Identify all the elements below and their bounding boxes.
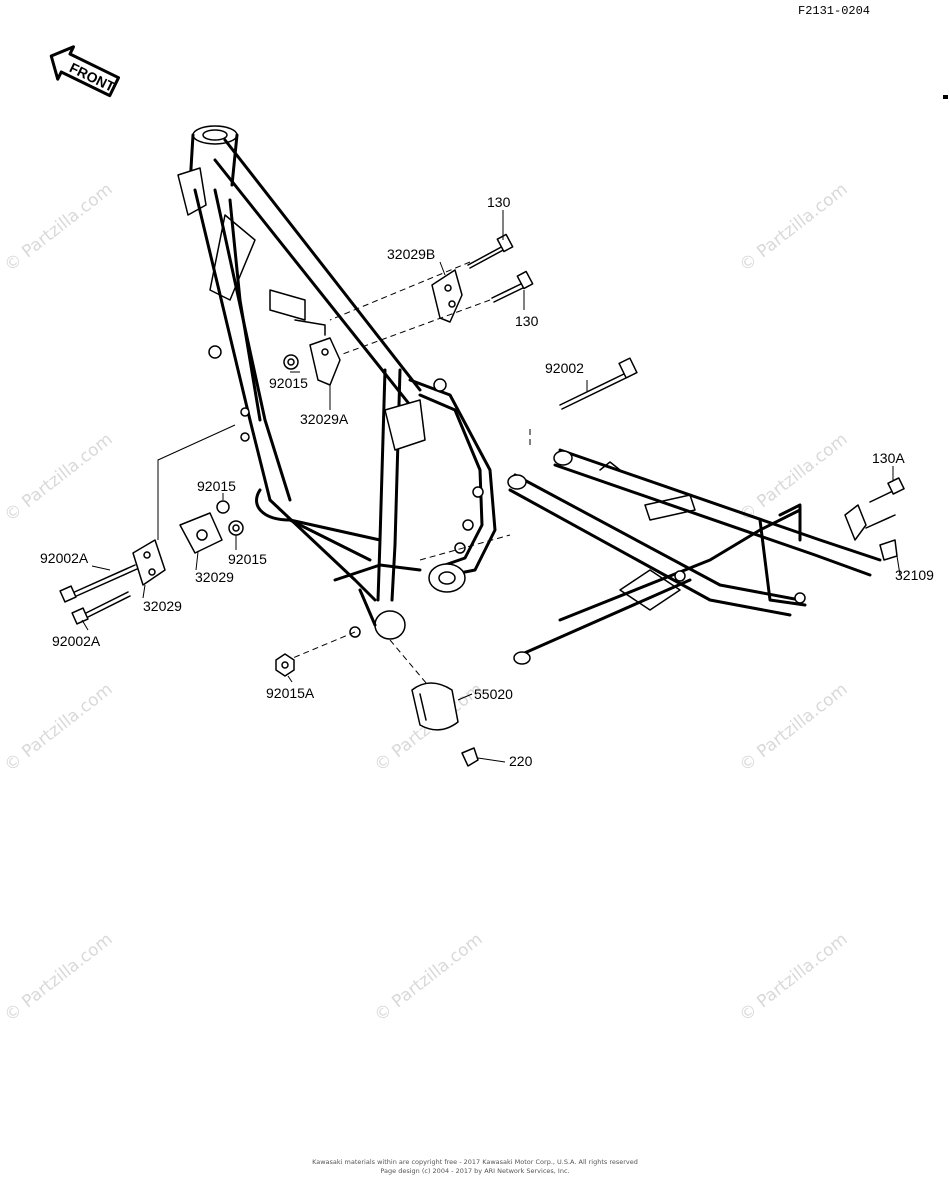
watermark: © Partzilla.com (1, 679, 117, 776)
part-label-130A[interactable]: 130A (872, 450, 905, 466)
part-label-32029B[interactable]: 32029B (387, 246, 435, 262)
guide-line (389, 639, 433, 691)
part-label-32029-b[interactable]: 32029 (143, 598, 182, 614)
bolt-92002-icon (559, 357, 638, 410)
part-label-92015-a[interactable]: 92015 (197, 478, 236, 494)
part-label-130-top[interactable]: 130 (487, 194, 511, 210)
bolt-130A-icon (869, 477, 905, 503)
nut-92015-a-icon (216, 500, 230, 514)
footer-page-design: Page design (c) 2004 - 2017 by ARI Netwo… (380, 1167, 569, 1175)
watermark: © Partzilla.com (736, 429, 852, 526)
front-mount-plate-32029-inner (179, 512, 223, 554)
part-label-92015-upper[interactable]: 92015 (269, 375, 308, 391)
upper-engine-bracket-32029B (431, 269, 463, 323)
part-label-92015-b[interactable]: 92015 (228, 551, 267, 567)
part-label-92002A-a[interactable]: 92002A (40, 550, 89, 566)
leader-lines (81, 210, 901, 763)
part-label-32109[interactable]: 32109 (895, 567, 934, 583)
watermark: © Partzilla.com (736, 179, 852, 276)
guide-line (329, 261, 471, 321)
nut-92015-b-icon (228, 520, 244, 536)
bolt-92002A-a-icon (59, 564, 138, 603)
upper-engine-bracket-32029A (309, 337, 341, 386)
drawing-code: F2131-0204 (798, 4, 870, 18)
guide-line (287, 631, 356, 661)
watermark: © Partzilla.com (736, 929, 852, 1026)
front-arrow-icon: FRONT (49, 45, 121, 98)
guide-line (157, 424, 236, 540)
watermark: © Partzilla.com (1, 429, 117, 526)
edge-mark (943, 95, 948, 99)
nut-92015-upper-icon (283, 354, 299, 370)
bolt-92002A-b-icon (71, 591, 131, 625)
part-label-92002A-b[interactable]: 92002A (52, 633, 101, 649)
nut-92015A-icon (275, 653, 295, 677)
main-frame (177, 125, 497, 640)
part-label-32029A[interactable]: 32029A (300, 411, 349, 427)
guide-line (339, 299, 491, 356)
footer-copyright: Kawasaki materials within are copyright … (312, 1158, 638, 1166)
watermark: © Partzilla.com (736, 679, 852, 776)
part-label-92015A[interactable]: 92015A (266, 685, 315, 701)
rear-subframe (507, 448, 882, 665)
guide-line (419, 534, 511, 561)
part-label-92002[interactable]: 92002 (545, 360, 584, 376)
part-labels: 130 32029B 130 92015 32029A 92002 130A 3… (40, 194, 934, 769)
bolt-130-top-icon (467, 233, 514, 269)
part-label-220[interactable]: 220 (509, 753, 533, 769)
bolt-220-icon (461, 747, 479, 767)
part-label-55020[interactable]: 55020 (474, 686, 513, 702)
skid-plate-55020 (411, 682, 459, 731)
front-mount-plate-32029 (132, 539, 166, 586)
watermark: © Partzilla.com (1, 929, 117, 1026)
watermark: © Partzilla.com (1, 179, 117, 276)
bracket-32109 (844, 504, 898, 561)
watermark: © Partzilla.com (371, 929, 487, 1026)
bolt-130-bottom-icon (491, 270, 534, 303)
part-label-130-bottom[interactable]: 130 (515, 313, 539, 329)
part-label-32029-a[interactable]: 32029 (195, 569, 234, 585)
